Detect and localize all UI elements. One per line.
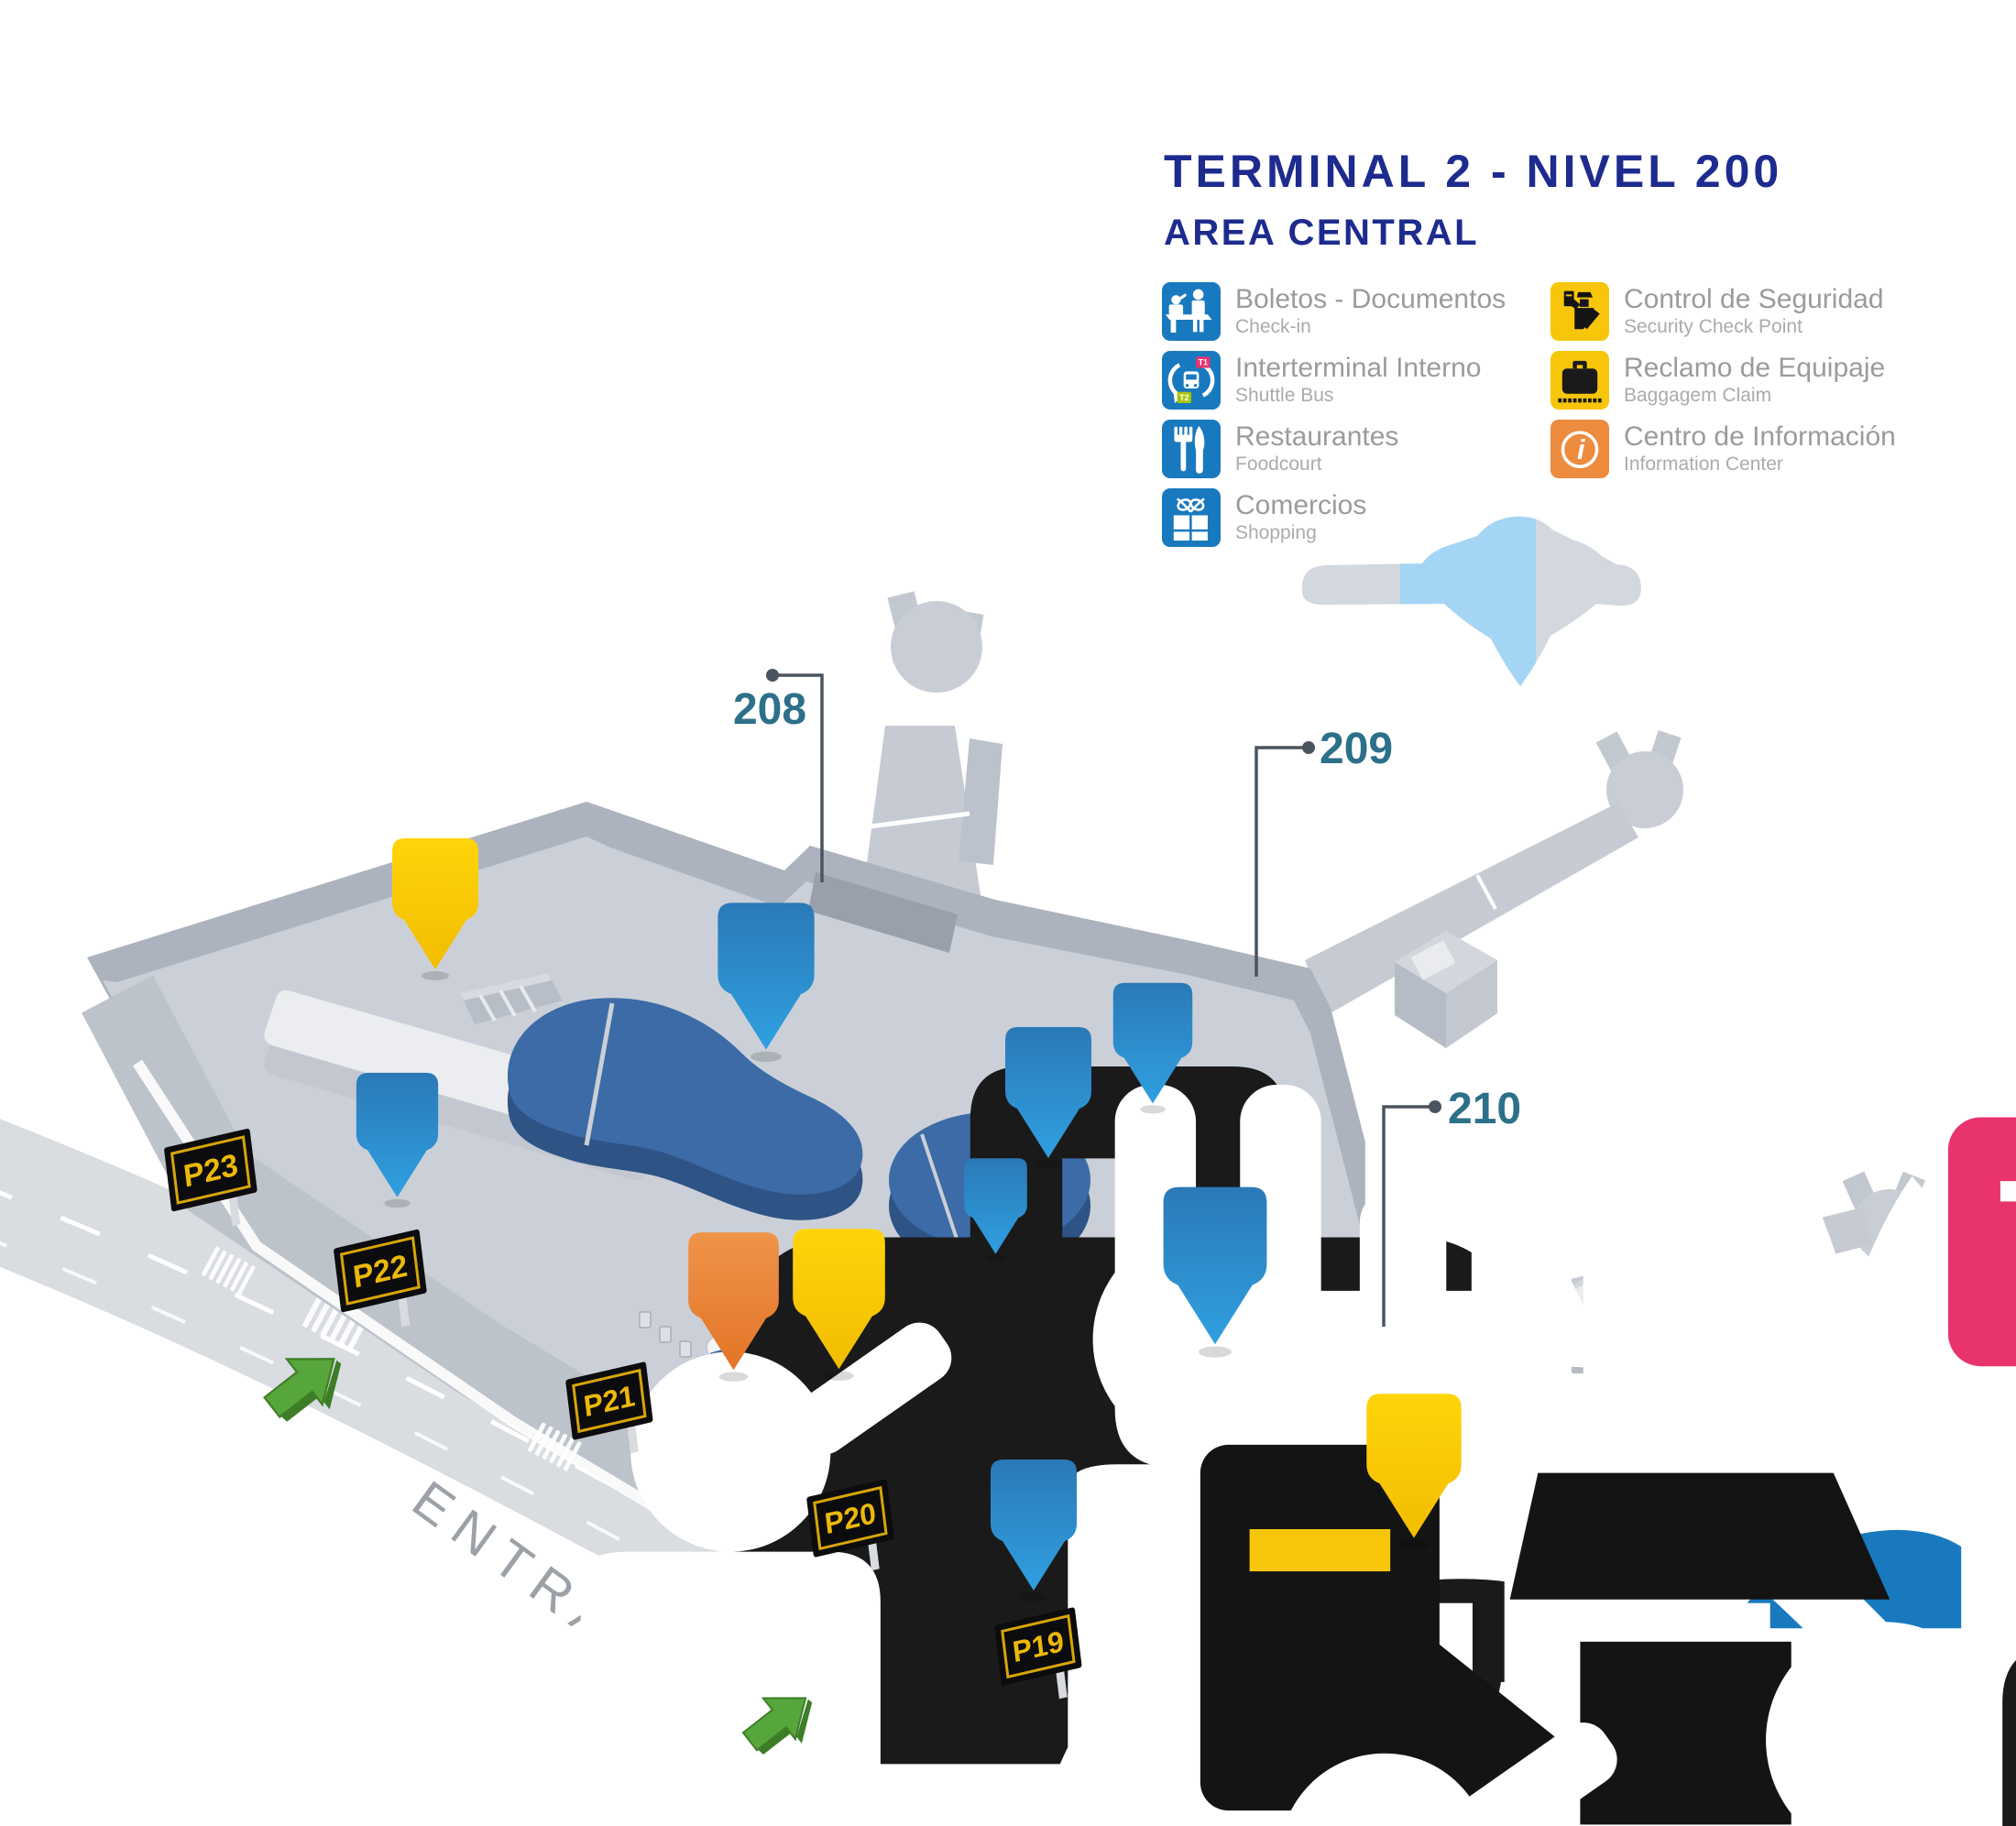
legend-sublabel: Baggagem Claim [1624, 385, 1772, 406]
legend-sublabel: Security Check Point [1624, 316, 1802, 337]
pin-shopping-small [964, 1158, 1769, 1826]
gate-209-label: 209 [1320, 725, 1393, 773]
legend-item-baggage: Reclamo de Equipaje Baggagem Claim [1550, 351, 1885, 410]
legend-label: Restaurantes [1235, 421, 1399, 452]
pin-restaurant-lower [1005, 1027, 2016, 1826]
legend-sublabel: Foodcourt [1235, 454, 1322, 475]
pin-shopping-large [1163, 1186, 2016, 1826]
legend-label: Interterminal Interno [1235, 353, 1482, 383]
parking-sign-p23: P23 [164, 1128, 257, 1227]
map-header: TERMINAL 2 - NIVEL 200 AREA CENTRAL [1164, 145, 1782, 254]
legend-item-security: Control de Seguridad Security Check Poin… [1550, 282, 1884, 341]
check-in-icon [1162, 282, 1221, 341]
pin-shuttle-interterminal [1112, 982, 2016, 1826]
legend-label: Control de Seguridad [1624, 284, 1884, 314]
gate-210-label: 210 [1448, 1085, 1521, 1133]
parking-sign-p19: P19 [994, 1607, 1082, 1700]
baggage-icon [1550, 351, 1609, 410]
parking-sign-p22: P22 [334, 1229, 427, 1328]
legend-label: Comercios [1235, 490, 1367, 520]
page-subtitle: AREA CENTRAL [1164, 213, 1480, 253]
seating-area-west [507, 998, 863, 1220]
pier-gate-209 [1305, 730, 1683, 1048]
legend-label: Centro de Información [1624, 421, 1896, 452]
parking-sign-p20: P20 [806, 1479, 894, 1571]
gate-208-label: 208 [733, 685, 806, 734]
gate-callouts [772, 673, 1435, 1327]
pin-checkin-east [991, 1460, 2016, 1826]
legend-item-shuttle: Interterminal Interno Shuttle Bus [1162, 351, 1481, 410]
legend-item-shopping: Comercios Shopping [1162, 488, 1366, 547]
legend-sublabel: Shuttle Bus [1235, 385, 1334, 406]
legend-sublabel: Check-in [1235, 316, 1311, 337]
legend-label: Boletos - Documentos [1235, 284, 1507, 314]
shopping-icon [1162, 488, 1221, 547]
information-icon [1550, 420, 1609, 478]
restaurant-icon [1162, 420, 1221, 478]
legend-item-checkin: Boletos - Documentos Check-in [1162, 282, 1506, 341]
minimap-highlight-area [1400, 516, 1536, 686]
pin-restaurant-upper [718, 902, 1872, 1826]
shuttle-bus-icon [1162, 351, 1221, 410]
legend-label: Reclamo de Equipaje [1624, 353, 1886, 383]
legend-item-information: Centro de Información Information Center [1550, 420, 1896, 478]
pin-information-center [688, 1232, 1861, 1826]
page-title: TERMINAL 2 - NIVEL 200 [1164, 146, 1783, 197]
pin-checkin-west [356, 1072, 1493, 1826]
legend-sublabel: Shopping [1235, 522, 1317, 543]
pin-baggage-claim-west [392, 838, 1615, 1826]
pin-security-checkpoint [793, 1229, 2016, 1826]
legend-item-restaurants: Restaurantes Foodcourt [1162, 420, 1398, 478]
security-icon [1550, 282, 1609, 341]
pin-baggage-claim-east [1366, 1394, 2016, 1826]
legend-sublabel: Information Center [1624, 454, 1783, 475]
parking-sign-p21: P21 [565, 1361, 653, 1454]
pier-208-junction [808, 872, 958, 953]
